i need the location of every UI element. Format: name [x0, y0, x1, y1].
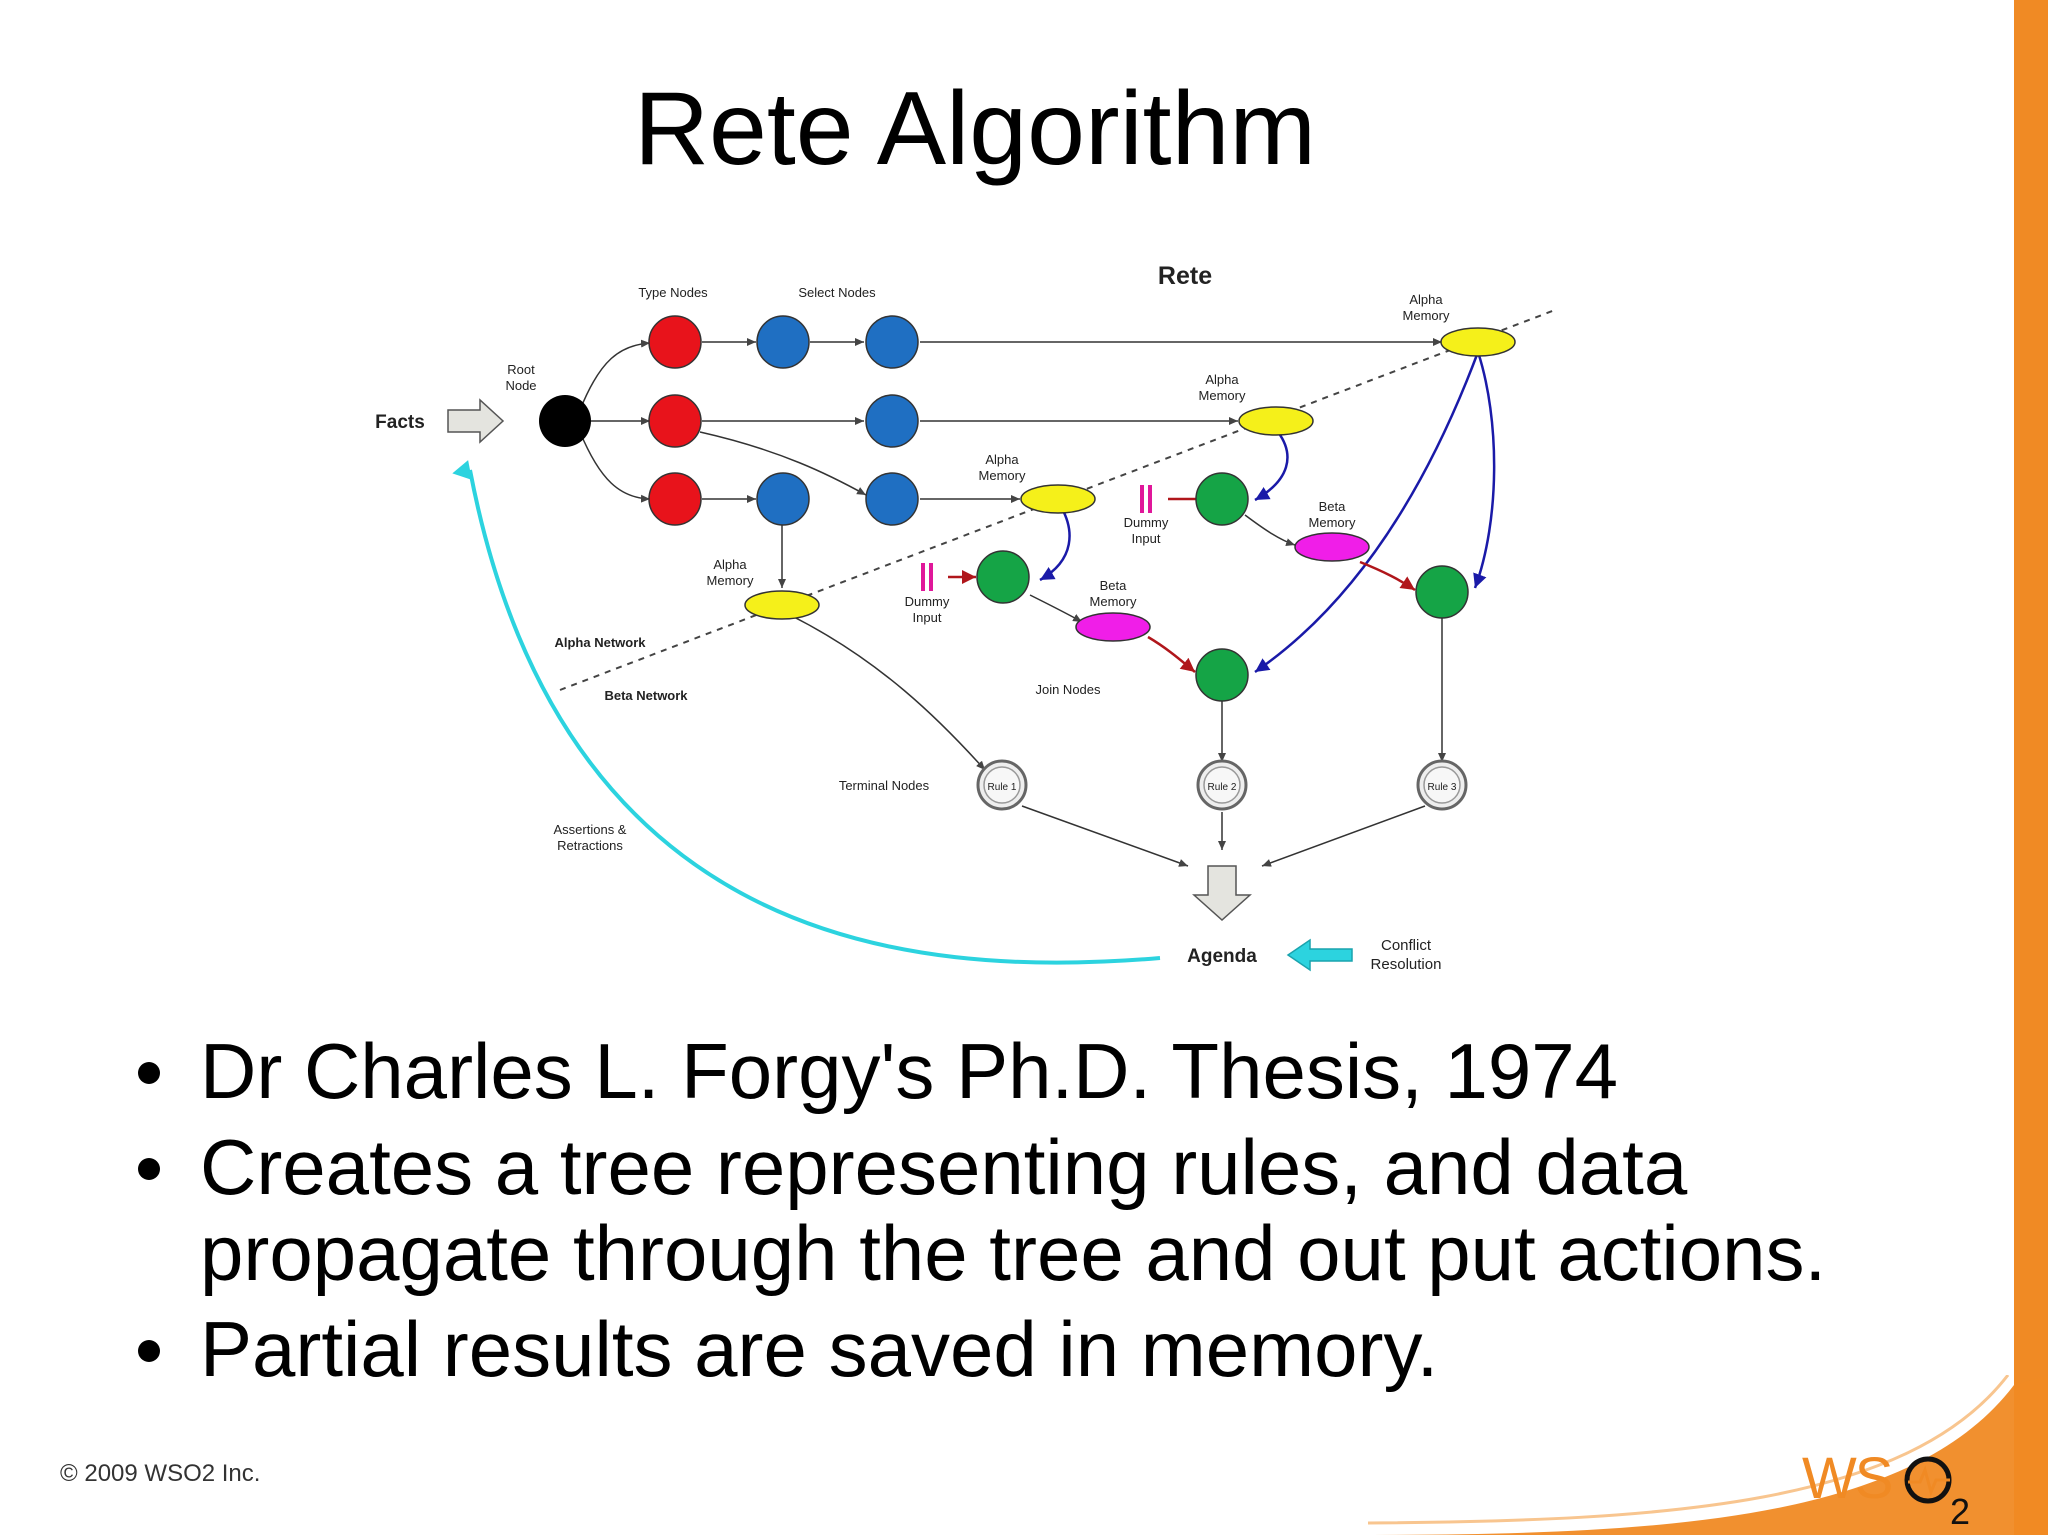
bullet-text: Partial results are saved in memory.: [200, 1305, 1439, 1393]
join-node: [1195, 648, 1249, 702]
alpha-memory-label: Alpha: [1205, 372, 1239, 387]
assertions-label: Retractions: [557, 838, 623, 853]
assertions-label: Assertions &: [554, 822, 627, 837]
conflict-resolution-label: Resolution: [1371, 956, 1442, 973]
rete-diagram: Rete Facts Root Node Type Nodes Select N…: [375, 262, 1556, 973]
terminal-nodes-label: Terminal Nodes: [839, 778, 930, 793]
select-node: [865, 394, 919, 448]
select-nodes-label: Select Nodes: [798, 285, 876, 300]
bullet-dot: [138, 1340, 160, 1362]
join-node: [1195, 472, 1249, 526]
alpha-memory-label: Alpha: [713, 557, 747, 572]
dummy-input-label: Input: [1132, 531, 1161, 546]
alpha-memory-label: Memory: [979, 468, 1026, 483]
facts-arrow-icon: [447, 398, 505, 444]
orange-corner-swoosh: [1348, 1375, 2048, 1535]
beta-memory-label: Memory: [1090, 594, 1137, 609]
join-node: [1415, 565, 1469, 619]
graph-edges: [579, 338, 1446, 867]
alpha-memory-node: [1440, 327, 1516, 357]
bullet-item: Dr Charles L. Forgy's Ph.D. Thesis, 1974: [130, 1028, 1950, 1114]
bullet-list: Dr Charles L. Forgy's Ph.D. Thesis, 1974…: [130, 1028, 1950, 1402]
bullet-dot: [138, 1158, 160, 1180]
agenda-label: Agenda: [1187, 946, 1257, 967]
orange-side-bar: [2014, 0, 2048, 1535]
conflict-resolution-label: Conflict: [1381, 937, 1432, 954]
root-node-label: Node: [505, 378, 536, 393]
alpha-memory-label: Alpha: [1409, 292, 1443, 307]
dummy-input-label: Input: [913, 610, 942, 625]
wso2-logo: WS 2: [1802, 1446, 1970, 1530]
type-nodes-label: Type Nodes: [638, 285, 708, 300]
root-node-label: Root: [507, 362, 535, 377]
conflict-resolution-arrow-icon: [1286, 938, 1353, 972]
beta-memory-node: [1294, 532, 1370, 562]
bullet-text: Dr Charles L. Forgy's Ph.D. Thesis, 1974: [200, 1027, 1619, 1115]
assertions-feedback-arrow: [452, 460, 1161, 965]
bullet-dot: [138, 1062, 160, 1084]
select-node: [756, 315, 810, 369]
alpha-memory-label: Memory: [707, 573, 754, 588]
diagram-title: Rete: [1158, 262, 1212, 290]
alpha-network-label: Alpha Network: [554, 635, 646, 650]
alpha-memory-label: Memory: [1199, 388, 1246, 403]
svg-text:2: 2: [1950, 1491, 1970, 1530]
beta-network-label: Beta Network: [604, 688, 688, 703]
bullet-text: Creates a tree representing rules, and d…: [200, 1123, 1827, 1297]
copyright-notice: © 2009 WSO2 Inc.: [60, 1460, 261, 1487]
dummy-input-icon: [921, 485, 1152, 591]
select-node: [865, 472, 919, 526]
join-node: [976, 550, 1030, 604]
alpha-memory-label: Memory: [1403, 308, 1450, 323]
dummy-input-label: Dummy: [1124, 515, 1169, 530]
beta-memory-label: Beta: [1100, 578, 1128, 593]
select-node: [865, 315, 919, 369]
root-node: [539, 395, 591, 447]
dummy-input-label: Dummy: [905, 594, 950, 609]
terminal-nodes: [976, 759, 1468, 811]
alpha-memory-node: [1238, 406, 1314, 436]
type-node: [648, 472, 702, 526]
type-node: [648, 315, 702, 369]
alpha-memory-node: [744, 590, 820, 620]
alpha-memory-node: [1020, 484, 1096, 514]
join-nodes-label: Join Nodes: [1035, 682, 1101, 697]
beta-memory-label: Memory: [1309, 515, 1356, 530]
agenda-arrow-icon: [1192, 865, 1252, 922]
beta-memory-node: [1075, 612, 1151, 642]
select-node: [756, 472, 810, 526]
svg-text:WS: WS: [1802, 1446, 1892, 1511]
alpha-memory-label: Alpha: [985, 452, 1019, 467]
facts-label: Facts: [375, 412, 425, 433]
beta-memory-label: Beta: [1319, 499, 1347, 514]
slide-title: Rete Algorithm: [633, 71, 1317, 187]
rule-label: Rule 1: [988, 782, 1017, 793]
bullet-item: Partial results are saved in memory.: [130, 1306, 1950, 1392]
rule-label: Rule 3: [1428, 782, 1457, 793]
type-node: [648, 394, 702, 448]
rule-label: Rule 2: [1208, 782, 1237, 793]
bullet-item: Creates a tree representing rules, and d…: [130, 1124, 1950, 1296]
